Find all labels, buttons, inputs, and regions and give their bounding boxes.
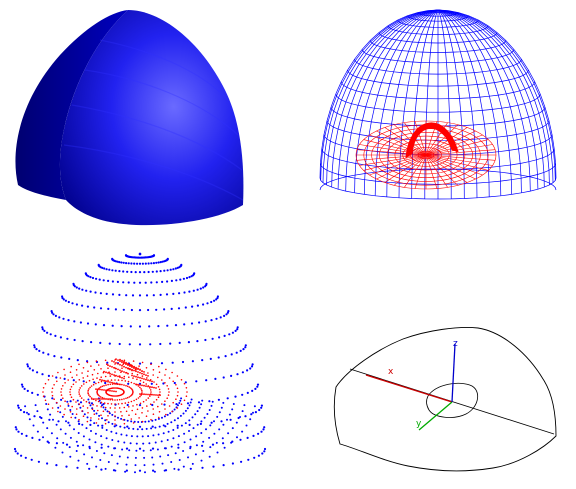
dome-left-face bbox=[15, 10, 129, 200]
point-cloud-shell bbox=[13, 252, 267, 474]
wireframe-shell bbox=[319, 9, 557, 200]
x-axis-line bbox=[365, 374, 453, 403]
z-axis-line bbox=[451, 343, 456, 403]
y-axis-line bbox=[418, 401, 453, 431]
solid-dome-render bbox=[15, 10, 244, 226]
point-cloud-render bbox=[13, 252, 267, 474]
wireframe-inner-mesh bbox=[355, 120, 497, 190]
solid-dome-panel bbox=[0, 0, 288, 244]
axes-outline-panel: x z y bbox=[288, 244, 576, 489]
outline-inner-loop bbox=[426, 382, 479, 418]
point-cloud-panel bbox=[0, 244, 288, 489]
axes-outline-render: x z y bbox=[333, 327, 557, 472]
point-cloud-inner bbox=[42, 358, 188, 425]
wireframe-dome-render bbox=[319, 9, 557, 200]
dome-shading-bands bbox=[63, 39, 244, 201]
dome-main-face bbox=[59, 10, 244, 226]
y-axis-label: y bbox=[416, 419, 422, 429]
wireframe-dome-panel bbox=[288, 0, 576, 244]
z-axis-label: z bbox=[453, 339, 458, 349]
outline-shape bbox=[333, 327, 557, 472]
x-axis-label: x bbox=[388, 367, 394, 377]
